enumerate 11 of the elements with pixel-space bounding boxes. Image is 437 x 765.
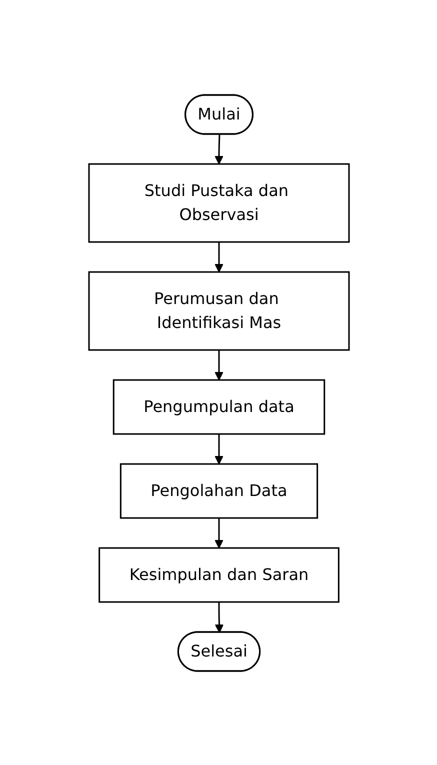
- arrow: [214, 434, 223, 464]
- arrow: [214, 518, 223, 548]
- node-box: Pengolahan Data: [119, 462, 318, 518]
- node-box: Kesimpulan dan Saran: [98, 546, 339, 602]
- node-box: Pengumpulan data: [112, 378, 325, 434]
- arrow: [214, 350, 223, 380]
- node-box: Studi Pustaka dan Observasi: [88, 162, 350, 242]
- arrow: [214, 134, 223, 164]
- node-box: Perumusan dan Identifikasi Mas: [88, 270, 350, 350]
- arrow: [214, 242, 223, 272]
- arrow: [214, 602, 224, 632]
